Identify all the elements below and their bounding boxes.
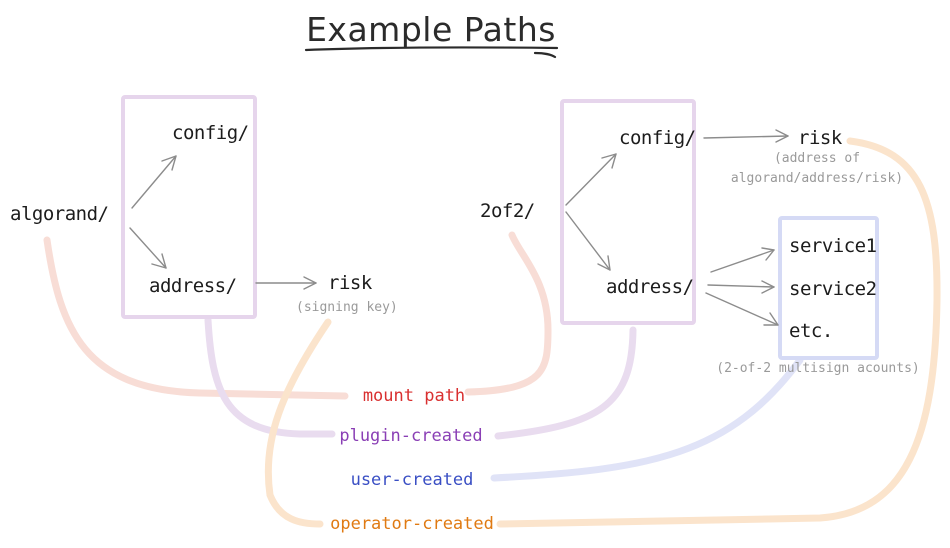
mount-path-curve [464, 231, 552, 396]
left-mount-label: algorand/ [10, 203, 109, 225]
left-risk-label: risk [328, 272, 372, 294]
plugin-box-left [121, 95, 257, 319]
right-config-risk-label: risk [798, 127, 842, 149]
right-config-note-line1: (address of [773, 151, 861, 166]
left-risk-note: (signing key) [296, 300, 398, 315]
legend-operator-created: operator-created [330, 514, 494, 534]
service-item-label: service2 [789, 278, 877, 300]
right-config-note-line2: algorand/address/risk) [730, 171, 904, 186]
legend-user-created: user-created [350, 470, 474, 490]
right-mount-label: 2of2/ [480, 200, 535, 222]
operator-created-curve [264, 318, 332, 528]
plugin-created-curve [204, 316, 336, 438]
service-item-label: etc. [789, 320, 833, 342]
right-config-label: config/ [619, 127, 696, 149]
right-address-label: address/ [606, 276, 694, 298]
plugin-created-curve [494, 326, 637, 440]
plugin-box-right [560, 99, 696, 325]
services-note: (2-of-2 multisign acounts) [716, 361, 920, 376]
left-address-label: address/ [149, 275, 237, 297]
operator-created-curve [496, 137, 941, 528]
legend-plugin-created: plugin-created [339, 426, 483, 446]
title-underline [304, 46, 559, 59]
arrow [129, 129, 789, 326]
legend-mount-path: mount path [362, 386, 466, 406]
mount-path-curve [43, 236, 349, 400]
left-config-label: config/ [172, 122, 249, 144]
diagram-title: Example Paths [306, 10, 556, 49]
user-created-curve [490, 356, 804, 482]
user-box [778, 216, 879, 360]
service-item-label: service1 [789, 235, 877, 257]
